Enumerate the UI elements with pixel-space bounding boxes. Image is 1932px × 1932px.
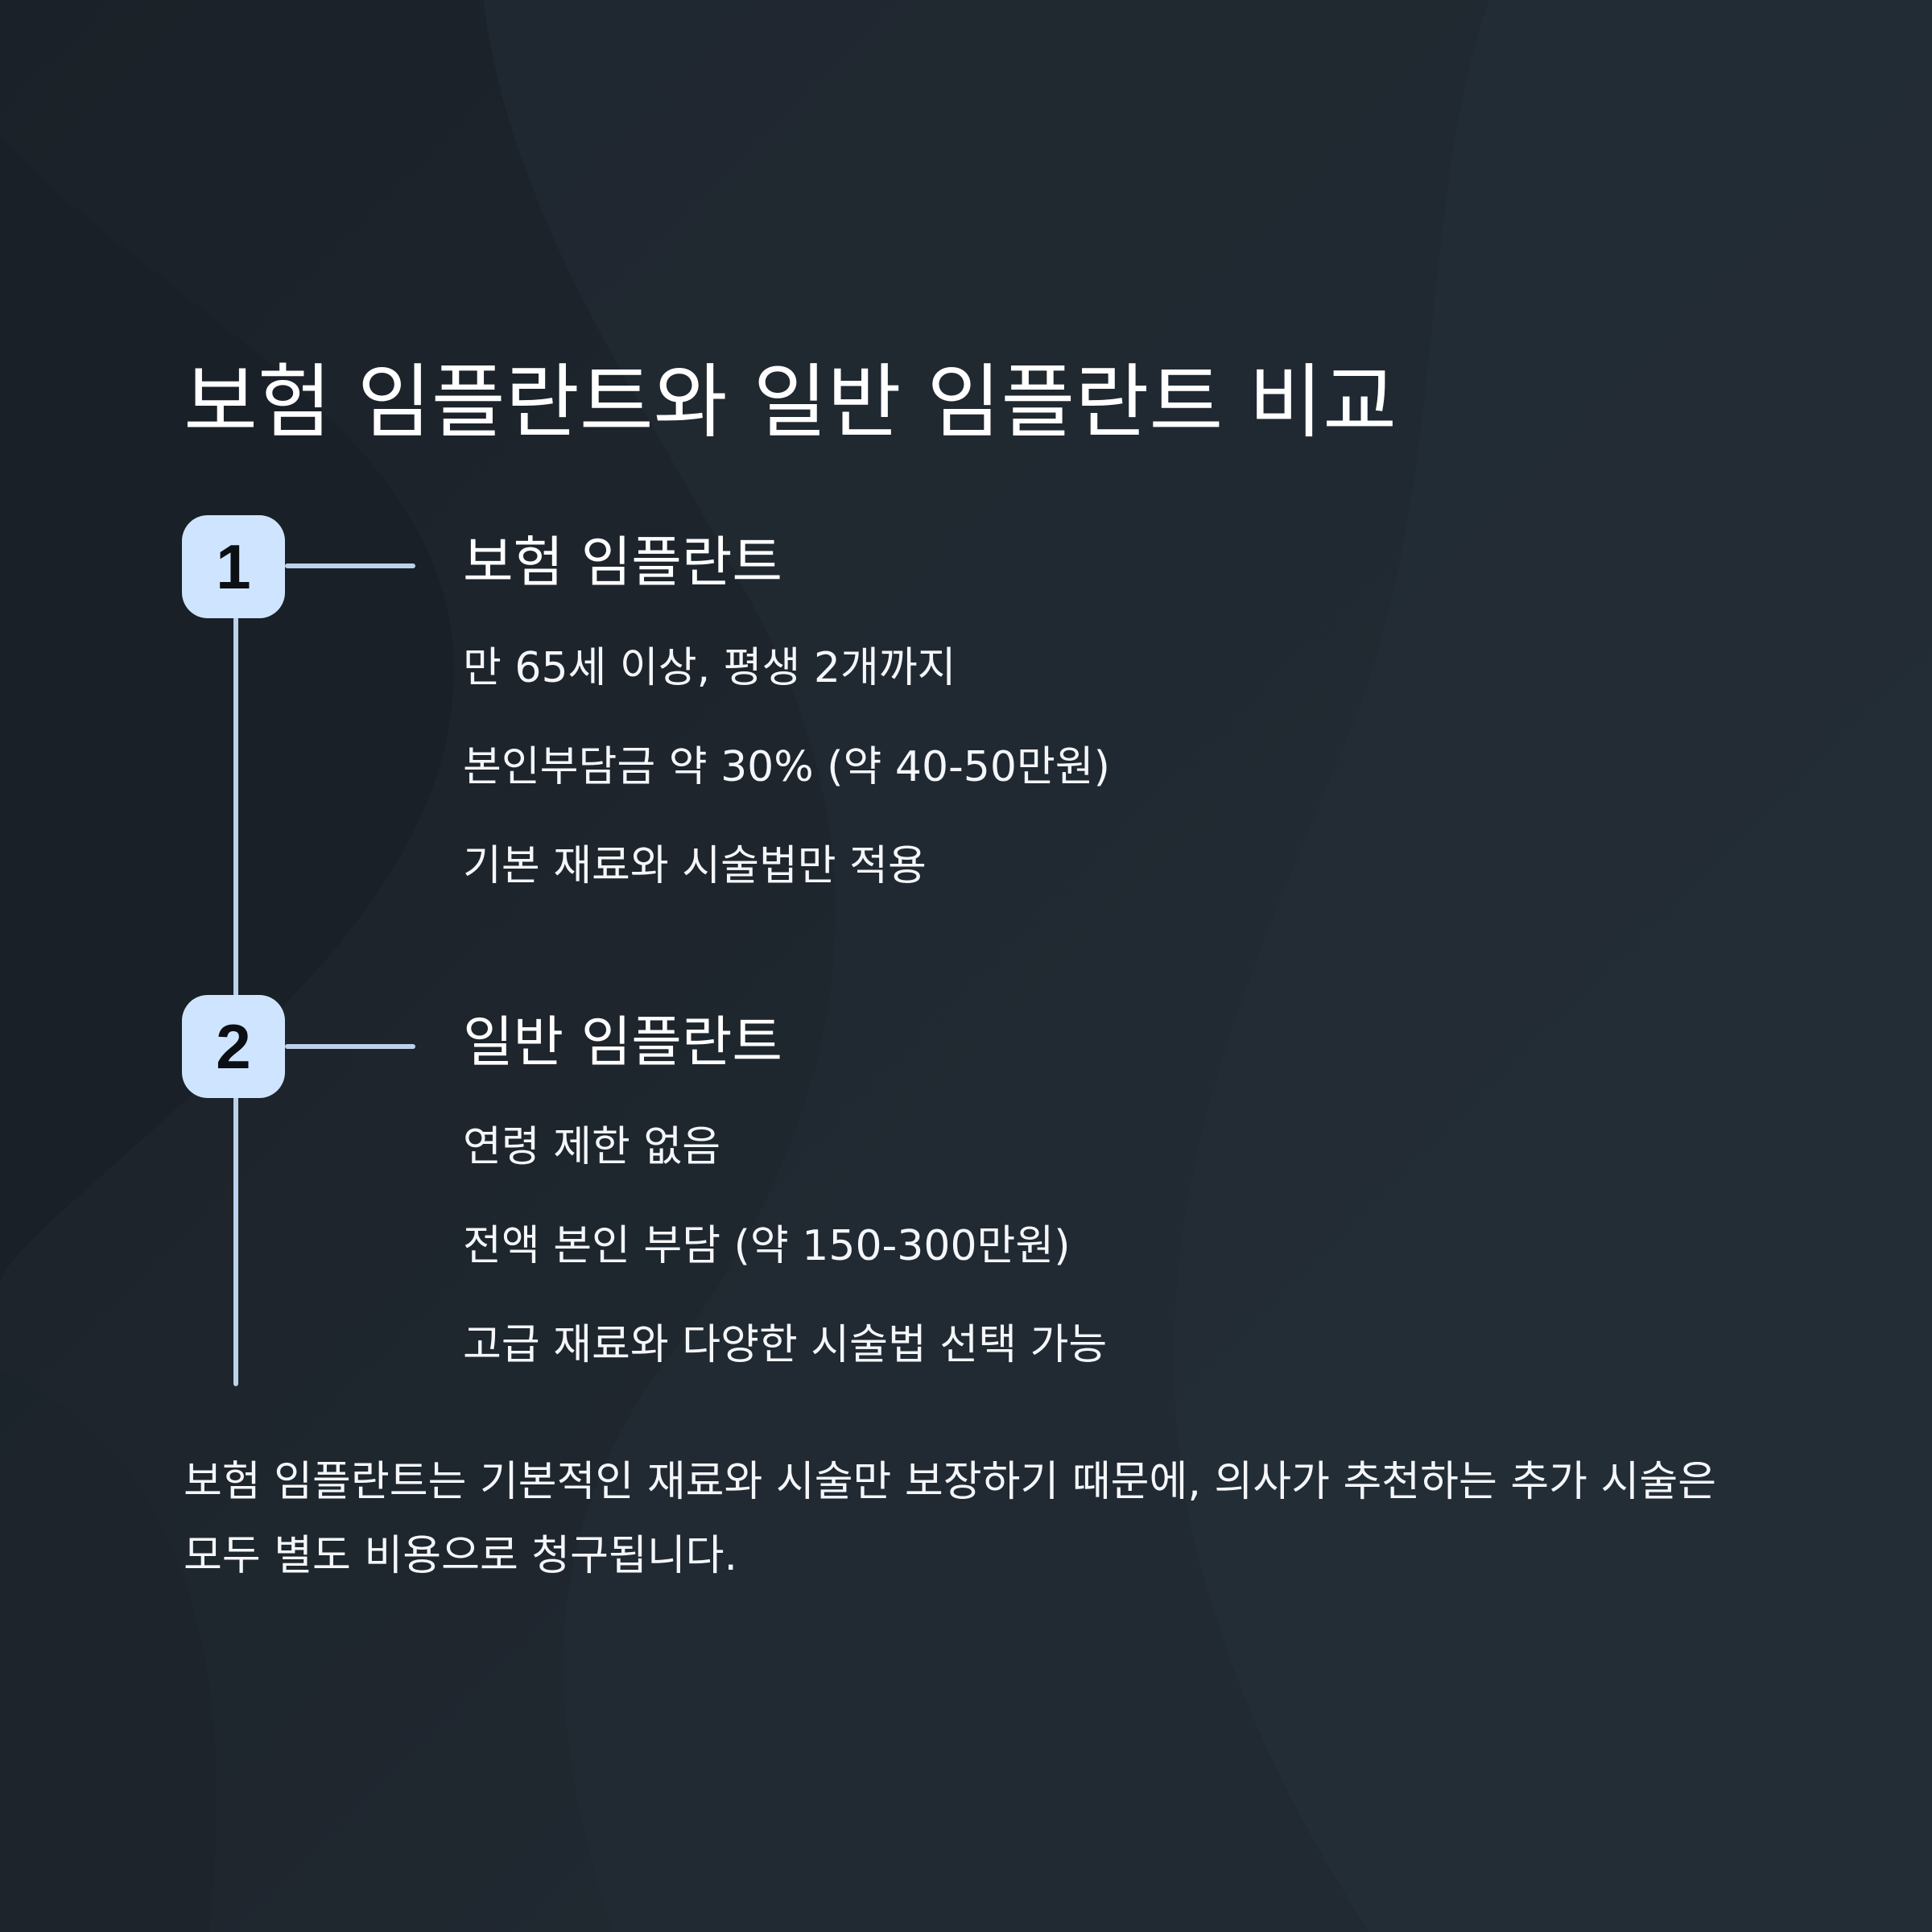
connector-line-2 [285,1044,415,1049]
page-title: 보험 임플란트와 일반 임플란트 비교 [184,355,1397,449]
section-heading-insurance: 보험 임플란트 [463,531,782,595]
section-heading-general: 일반 임플란트 [463,1011,782,1075]
general-item-age: 연령 제한 없음 [463,1123,721,1171]
timeline-line-1 [233,617,238,997]
insurance-item-age: 만 65세 이상, 평생 2개까지 [463,644,956,692]
footnote-text: 보험 임플란트는 기본적인 재료와 시술만 보장하기 때문에, 의사가 추천하는… [184,1458,1717,1580]
timeline-line-2 [233,1096,238,1386]
step-badge-2: 2 [182,995,285,1098]
connector-line-1 [285,564,415,568]
general-item-cost: 전액 본인 부담 (약 150-300만원) [463,1222,1071,1270]
step-badge-1: 1 [182,515,285,618]
insurance-item-material: 기본 재료와 시술법만 적용 [463,842,927,890]
general-item-material: 고급 재료와 다양한 시술법 선택 가능 [463,1321,1108,1369]
insurance-item-cost: 본인부담금 약 30% (약 40-50만원) [463,743,1110,791]
